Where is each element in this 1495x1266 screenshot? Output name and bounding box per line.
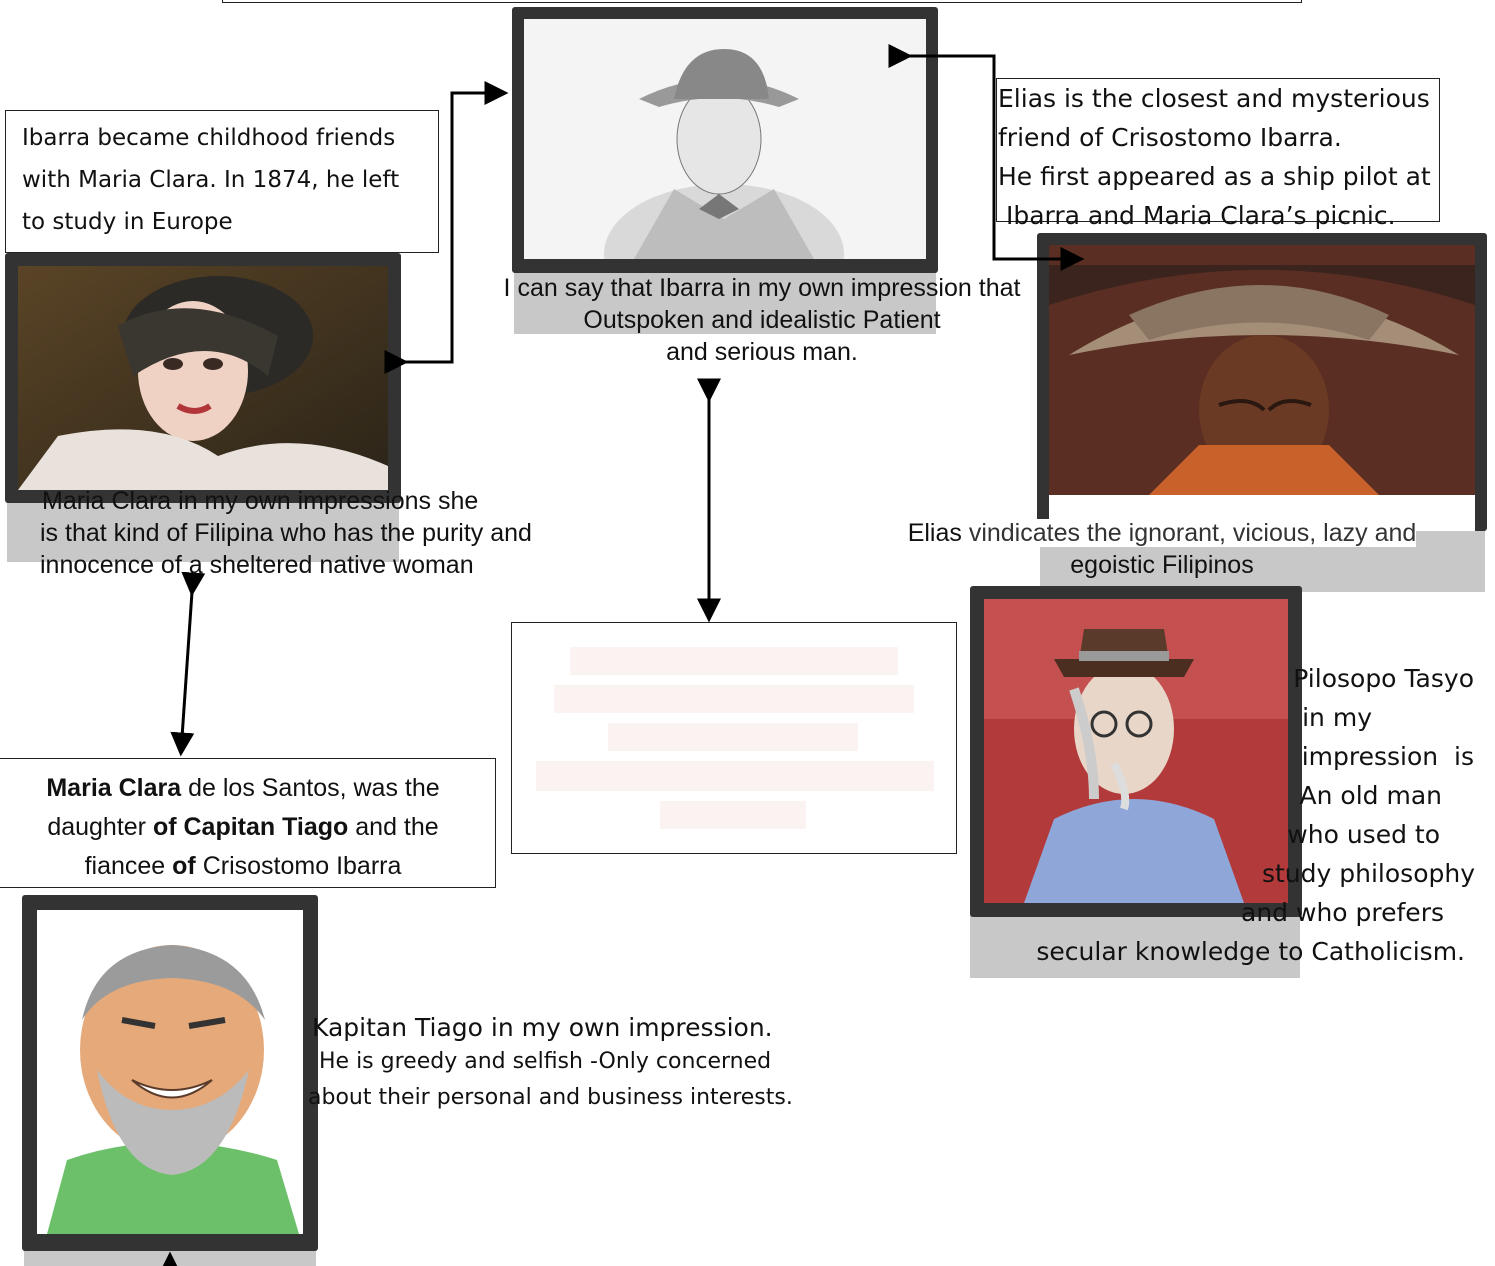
ibarra-portrait <box>512 7 938 273</box>
arrow-maria-bio <box>170 571 206 757</box>
bio-name: Maria Clara <box>46 774 182 802</box>
maria-caption-line: is that kind of Filipina who has the pur… <box>40 519 532 547</box>
bio-text: de los Santos, was the <box>181 774 440 802</box>
elias-portrait <box>1037 233 1487 531</box>
arrow-ibarra-elias <box>888 44 1085 271</box>
tasyo-caption-line: impression is <box>1301 742 1474 771</box>
maria-note-line: to study in Europe <box>22 209 233 235</box>
ibarra-caption-line: Outspoken and idealistic Patient <box>583 306 941 334</box>
ibarra-caption: I can say that Ibarra in my own impressi… <box>452 272 1072 368</box>
center-blank-box <box>511 622 957 854</box>
maria-note-line: Ibarra became childhood friends <box>22 125 396 151</box>
arrow-maria-ibarra <box>384 81 509 374</box>
tasyo-portrait <box>970 586 1302 917</box>
ibarra-caption-line: I can say that Ibarra in my own impressi… <box>503 274 1021 302</box>
elias-caption-line-2: egoistic Filipinos <box>1070 551 1254 579</box>
tasyo-caption-line: secular knowledge to Catholicism. <box>1036 937 1465 966</box>
tasyo-shadow <box>970 908 1300 978</box>
ibarra-sketch-image <box>524 19 926 259</box>
bio-bold: of <box>172 852 196 880</box>
bio-bold: of Capitan Tiago <box>152 813 349 841</box>
tiago-portrait <box>22 895 318 1251</box>
elias-name: Elias <box>907 519 962 547</box>
tasyo-caption-line: who used to <box>1287 820 1440 849</box>
tasyo-caption-line: in my <box>1302 703 1372 732</box>
maria-caption-line: Maria Clara in my own impressions she <box>42 487 479 515</box>
tiago-caption-line: about their personal and business intere… <box>308 1085 793 1110</box>
tasyo-caption-line: study philosophy <box>1261 859 1475 888</box>
maria-clara-bio-box: Maria Clara de los Santos, was the daugh… <box>0 758 496 888</box>
bio-text: Crisostomo Ibarra <box>195 852 402 880</box>
bio-text: and the <box>348 813 439 841</box>
tiago-caption-line: Kapitan Tiago in my own impression. <box>312 1013 773 1042</box>
bio-text: daughter <box>47 813 153 841</box>
tasyo-caption: Pilosopo Tasyo in my impression is An ol… <box>1010 659 1475 971</box>
maria-clara-portrait <box>5 253 401 503</box>
tasyo-caption-line: and who prefers <box>1241 898 1444 927</box>
faded-highlight <box>554 685 914 713</box>
elias-caption-text: vindicates the ignorant, vicious, lazy a… <box>961 519 1417 547</box>
maria-clara-image <box>18 266 388 490</box>
ibarra-shadow <box>514 262 936 334</box>
faded-highlight <box>660 801 806 829</box>
top-box-edge <box>222 0 1302 3</box>
bio-line-3: fiancee of Crisostomo Ibarra <box>0 847 495 886</box>
maria-caption-line: innocence of a sheltered native woman <box>40 551 474 579</box>
maria-clara-caption: Maria Clara in my own impressions she is… <box>40 485 660 581</box>
ibarra-caption-line: and serious man. <box>666 338 858 366</box>
tasyo-caption-line: Pilosopo Tasyo <box>1293 664 1474 693</box>
faded-highlight <box>536 761 934 791</box>
bio-text: fiancee <box>84 852 173 880</box>
faded-highlight <box>570 647 898 675</box>
tasyo-image <box>984 599 1288 903</box>
bio-line-2: daughter of Capitan Tiago and the <box>0 808 495 847</box>
elias-caption-line-1: Elias vindicates the ignorant, vicious, … <box>852 517 1472 549</box>
bio-line-1: Maria Clara de los Santos, was the <box>0 769 495 808</box>
tiago-caption-line: He is greedy and selfish -Only concerned <box>312 1049 772 1074</box>
tasyo-caption-line: An old man <box>1299 781 1442 810</box>
tiago-image <box>37 910 303 1234</box>
elias-caption: Elias vindicates the ignorant, vicious, … <box>852 517 1472 581</box>
maria-clara-note-box: Ibarra became childhood friends with Mar… <box>5 110 439 253</box>
tiago-caption: Kapitan Tiago in my own impression. He i… <box>308 1012 868 1116</box>
maria-note-line: with Maria Clara. In 1874, he left <box>22 167 400 193</box>
faded-highlight <box>608 723 858 751</box>
elias-image <box>1049 245 1475 495</box>
